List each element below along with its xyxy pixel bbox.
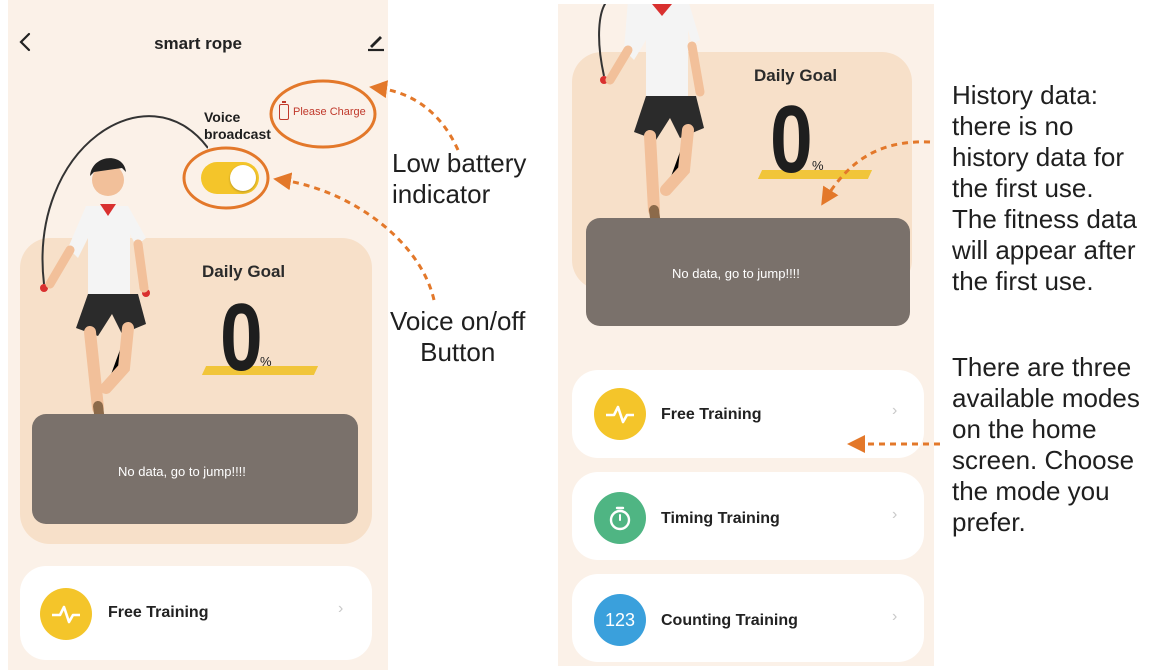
jump-rope-figure-right [598, 4, 705, 277]
daily-goal-value: 0 [220, 284, 263, 391]
free-training-card-right[interactable]: Free Training › [572, 370, 924, 458]
free-training-card[interactable]: Free Training › [20, 566, 372, 660]
ann-voice-1: Voice on/off [390, 306, 526, 336]
timing-training-label: Timing Training [661, 510, 780, 527]
chevron-right-icon: › [892, 608, 898, 625]
daily-goal-unit-right: % [812, 158, 824, 173]
chevron-right-icon: › [338, 600, 344, 617]
daily-goal-title-right: Daily Goal [754, 66, 838, 85]
heartbeat-icon-right [594, 388, 646, 440]
ann-history-1: History data: [952, 80, 1098, 110]
left-phone-screen: smart rope Voice broadcast Please Charge [8, 0, 388, 670]
ann-modes-5: the mode you [952, 476, 1110, 506]
history-data-panel: No data, go to jump!!!! [32, 414, 358, 524]
daily-goal-unit: % [260, 354, 272, 369]
battery-arrow [369, 80, 460, 151]
no-data-text-right: No data, go to jump!!!! [672, 266, 800, 281]
stopwatch-icon [594, 492, 646, 544]
history-annotation: History data: there is no history data f… [952, 80, 1137, 297]
voice-label-line1: Voice [204, 109, 241, 125]
ann-history-3: history data for [952, 142, 1124, 172]
voice-label-line2: broadcast [204, 126, 271, 142]
counting-training-label: Counting Training [661, 612, 798, 629]
battery-text: Please Charge [293, 106, 366, 118]
jump-rope-figure [40, 115, 208, 473]
ann-history-7: the first use. [952, 266, 1094, 296]
history-arrow [821, 140, 931, 206]
daily-goal-title: Daily Goal [202, 262, 286, 281]
ann-modes-3: on the home [952, 414, 1097, 444]
chevron-left-icon[interactable] [14, 30, 38, 54]
chevron-right-icon: › [892, 402, 898, 419]
ann-low-battery-2: indicator [392, 179, 491, 209]
ann-modes-2: available modes [952, 383, 1140, 413]
battery-icon [279, 101, 289, 120]
toggle-highlight-ring [182, 146, 270, 210]
counter-icon-text: 123 [604, 610, 636, 630]
ann-modes-1: There are three [952, 352, 1132, 382]
daily-goal-value-right: 0 [770, 86, 813, 193]
battery-highlight-ring [269, 79, 377, 149]
voice-button-annotation: Voice on/off Button [390, 306, 525, 368]
right-phone-screen: Daily Goal 0 % No data, go to jump!!!! F… [558, 4, 934, 666]
low-battery-annotation: Low battery indicator [392, 148, 526, 210]
free-training-label-right: Free Training [661, 406, 762, 423]
toggle-arrow [273, 172, 436, 301]
edit-icon[interactable] [364, 30, 388, 54]
free-training-label: Free Training [108, 604, 209, 621]
ann-history-5: The fitness data [952, 204, 1137, 234]
ann-voice-2: Button [420, 337, 496, 367]
ann-history-4: the first use. [952, 173, 1094, 203]
toggle-knob [230, 165, 256, 191]
heartbeat-icon [40, 588, 92, 640]
voice-toggle[interactable] [201, 162, 259, 194]
no-data-text: No data, go to jump!!!! [118, 464, 246, 479]
ann-history-6: will appear after [952, 235, 1136, 265]
chevron-right-icon: › [892, 506, 898, 523]
voice-broadcast-label: Voice broadcast [204, 109, 271, 143]
counter-icon: 123 [594, 594, 646, 646]
ann-history-2: there is no [952, 111, 1074, 141]
history-data-panel-right: No data, go to jump!!!! [586, 218, 910, 326]
page-title: smart rope [154, 34, 242, 53]
battery-indicator: Please Charge [279, 101, 366, 120]
modes-annotation: There are three available modes on the h… [952, 352, 1140, 538]
timing-training-card[interactable]: Timing Training › [572, 472, 924, 560]
counting-training-card[interactable]: 123 Counting Training › [572, 574, 924, 662]
ann-modes-4: screen. Choose [952, 445, 1135, 475]
ann-modes-6: prefer. [952, 507, 1026, 537]
ann-low-battery-1: Low battery [392, 148, 527, 178]
